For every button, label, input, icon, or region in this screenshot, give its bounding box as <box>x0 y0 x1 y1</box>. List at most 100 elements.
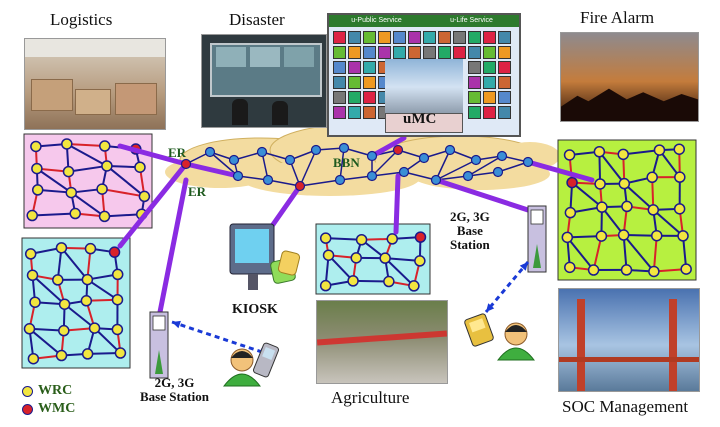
umc-service-tile <box>378 31 391 44</box>
umc-service-tile <box>363 61 376 74</box>
wrc-node <box>56 243 66 253</box>
base-station-right-line-3: Station <box>450 238 490 252</box>
arrow-head <box>172 321 181 328</box>
wrc-node <box>102 161 112 171</box>
u-life-service-header: u-Life Service <box>424 15 519 27</box>
wrc-node <box>60 299 70 309</box>
backbone-node <box>340 144 349 153</box>
wrc-node <box>28 354 38 364</box>
backbone-node <box>312 146 321 155</box>
legend-wrc: WRC <box>22 383 72 399</box>
base-station-bottom-line-1: 2G, 3G <box>140 376 209 390</box>
umc-service-tile <box>333 76 346 89</box>
wrc-node <box>596 231 606 241</box>
wrc-node <box>31 141 41 151</box>
bbn-label: BBN <box>333 155 360 171</box>
backbone-trunk-link <box>396 176 398 232</box>
umc-service-tile <box>348 106 361 119</box>
umc-service-tile <box>483 106 496 119</box>
umc-service-tile <box>333 31 346 44</box>
wrc-node <box>324 250 334 260</box>
logistics-photo <box>24 38 166 130</box>
umc-service-tile <box>498 91 511 104</box>
wrc-node <box>674 144 684 154</box>
umc-service-tile <box>438 46 451 59</box>
wrc-node <box>85 244 95 254</box>
umc-service-tile <box>468 61 481 74</box>
umc-service-tile <box>333 106 346 119</box>
wrc-node <box>380 253 390 263</box>
base-station-right-line-2: Base <box>450 224 490 238</box>
umc-service-tile <box>348 61 361 74</box>
user-body <box>224 374 260 386</box>
umc-service-tile <box>333 46 346 59</box>
wrc-node <box>113 269 123 279</box>
wrc-node <box>26 249 36 259</box>
user-body <box>498 348 534 360</box>
wrc-node <box>565 208 575 218</box>
backbone-node <box>206 148 215 157</box>
backbone-node <box>446 146 455 155</box>
wrc-node <box>618 149 628 159</box>
wrc-node <box>681 264 691 274</box>
wrc-node <box>594 147 604 157</box>
wrc-legend-dot <box>22 386 33 397</box>
umc-service-tile <box>423 46 436 59</box>
wrc-node <box>565 150 575 160</box>
kiosk-stand <box>248 274 258 290</box>
wrc-node <box>321 233 331 243</box>
wrc-node <box>64 167 74 177</box>
wireless-link-right <box>486 262 528 312</box>
wrc-node <box>622 201 632 211</box>
umc-service-tile <box>348 91 361 104</box>
wrc-node <box>135 162 145 172</box>
wrc-node <box>409 281 419 291</box>
umc-service-tile <box>453 46 466 59</box>
agriculture-label: Agriculture <box>331 388 409 408</box>
wrc-node <box>112 324 122 334</box>
backbone-node <box>368 172 377 181</box>
backbone-trunk-link <box>160 180 186 312</box>
wrc-node <box>415 256 425 266</box>
umc-service-tile <box>483 46 496 59</box>
wrc-node <box>24 324 34 334</box>
wrc-node <box>30 297 40 307</box>
wrc-node <box>351 253 361 263</box>
backbone-node <box>234 172 243 181</box>
wrc-legend-label: WRC <box>38 383 72 399</box>
umc-service-tile <box>498 46 511 59</box>
base-station-right-line-1: 2G, 3G <box>450 210 490 224</box>
wmc-node <box>110 247 120 257</box>
backbone-node <box>494 168 503 177</box>
wmc-legend-dot <box>22 404 33 415</box>
umc-city-view <box>385 59 463 115</box>
backbone-node <box>336 176 345 185</box>
backbone-node <box>472 156 481 165</box>
kiosk-screen <box>235 229 269 263</box>
umc-service-tile <box>498 61 511 74</box>
umc-service-tile <box>393 46 406 59</box>
wrc-node <box>57 351 67 361</box>
wrc-node <box>321 281 331 291</box>
wrc-node <box>62 139 72 149</box>
umc-service-tile <box>333 91 346 104</box>
backbone-node <box>230 156 239 165</box>
u-public-service-header: u-Public Service <box>329 15 424 27</box>
wrc-node <box>589 265 599 275</box>
wrc-node <box>595 179 605 189</box>
backbone-node <box>524 158 533 167</box>
backbone-node <box>258 148 267 157</box>
wrc-node <box>675 172 685 182</box>
wrc-node <box>97 184 107 194</box>
wrc-node <box>622 265 632 275</box>
wmc-legend-label: WMC <box>38 401 75 417</box>
soc-management-label: SOC Management <box>562 397 688 417</box>
wmc-node <box>567 178 577 188</box>
logistics-label: Logistics <box>50 10 112 30</box>
backbone-node <box>296 182 305 191</box>
umc-service-tile <box>468 106 481 119</box>
wrc-node <box>100 211 110 221</box>
umc-service-tile <box>498 31 511 44</box>
er-top-label: ER <box>168 145 186 161</box>
